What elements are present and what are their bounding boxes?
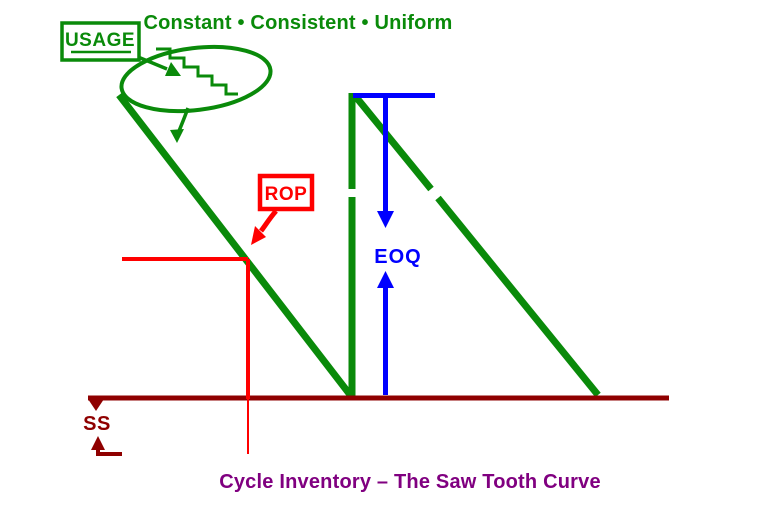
ss-up-arrowhead-icon	[91, 436, 105, 450]
usage-decline-line-2-lower	[435, 195, 601, 398]
usage-detail-ellipse	[119, 44, 273, 114]
usage-leader-arrowhead-icon	[165, 62, 181, 76]
ss-bracket-line	[96, 448, 122, 456]
usage-leader-line	[137, 55, 168, 71]
usage-decline-line-1	[116, 92, 354, 399]
diagram-caption: Cycle Inventory – The Saw Tooth Curve	[219, 471, 601, 493]
usage-callout-box	[60, 21, 141, 62]
rop-pointer-arrowhead-icon	[251, 226, 266, 245]
rop-label: ROP	[265, 184, 308, 205]
top-note-text: Constant • Consistent • Uniform	[143, 12, 452, 34]
ss-label: SS	[83, 413, 111, 435]
eoq-label: EOQ	[374, 246, 421, 268]
rop-callout-box	[257, 173, 315, 212]
eoq-up-arrowhead-icon	[377, 271, 394, 288]
rop-pointer-line	[259, 209, 278, 233]
ellipse-pointer-arrowhead-icon	[170, 129, 184, 143]
usage-label: USAGE	[65, 30, 135, 51]
usage-decline-line-2-upper	[353, 94, 434, 192]
stepped-usage-line	[156, 47, 238, 96]
axis-end-down-arrowhead-icon	[88, 399, 104, 411]
eoq-down-arrowhead-icon	[377, 211, 394, 228]
